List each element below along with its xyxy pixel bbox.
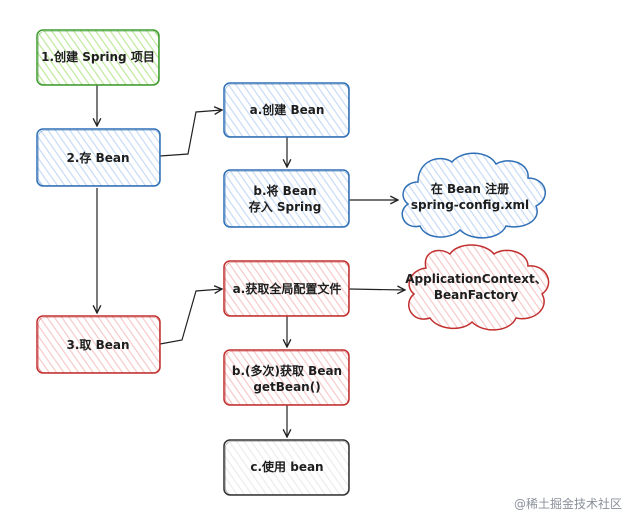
arrow-get-to-config [159,289,222,345]
get-config-label: a.获取全局配置文件 [233,281,342,296]
context-cloud-label-2: BeanFactory [434,288,519,302]
store-into-spring-node: b.将 Bean 存入 Spring [223,169,350,228]
get-bean-label: 3.取 Bean [66,338,129,352]
create-bean-label: a.创建 Bean [250,102,325,117]
register-cloud-label-2: spring-config.xml [411,198,529,212]
context-cloud: ApplicationContext、 BeanFactory [405,244,550,331]
arrow-config-to-cloud [348,289,405,290]
use-bean-node: c.使用 bean [223,439,350,496]
context-cloud-label-1: ApplicationContext、 [405,272,547,286]
get-bean-many-node: b.(多次)获取 Bean getBean() [223,349,350,406]
store-bean-label: 2.存 Bean [66,150,129,165]
use-bean-label: c.使用 bean [250,459,323,474]
create-bean-node: a.创建 Bean [223,82,350,138]
get-bean-many-label-1: b.(多次)获取 Bean [232,363,342,378]
store-bean-node: 2.存 Bean [36,128,161,187]
arrow-store-to-create-bean [159,110,222,157]
register-cloud-label-1: 在 Bean 注册 [431,181,509,196]
store-into-spring-label-2: 存入 Spring [248,199,322,214]
register-cloud: 在 Bean 注册 spring-config.xml [401,152,546,239]
get-config-node: a.获取全局配置文件 [223,260,350,317]
store-into-spring-label-1: b.将 Bean [253,183,316,198]
create-project-label: 1.创建 Spring 项目 [41,49,155,64]
get-bean-many-label-2: getBean() [253,380,320,394]
create-project-node: 1.创建 Spring 项目 [36,29,160,86]
get-bean-node: 3.取 Bean [36,315,161,374]
watermark: @稀土掘金技术社区 [513,497,622,511]
